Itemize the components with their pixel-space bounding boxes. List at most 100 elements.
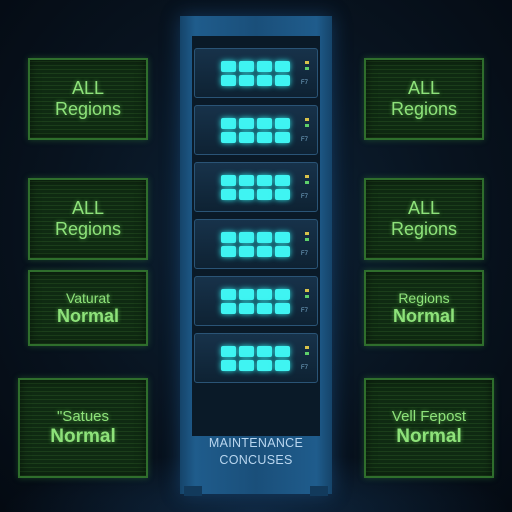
led-light (257, 189, 272, 200)
led-light (221, 189, 236, 200)
panel-line1: Vell Fepost (391, 408, 467, 426)
led-light (257, 360, 272, 371)
indicator-lights (305, 346, 311, 358)
server-unit: F7 (194, 219, 318, 269)
indicator-light (305, 181, 309, 184)
panel-line1: ALL (71, 78, 105, 99)
unit-label: F7 (301, 308, 309, 314)
led-light (239, 118, 254, 129)
led-light (275, 289, 290, 300)
server-unit: F7 (194, 105, 318, 155)
indicator-light (305, 346, 309, 349)
unit-label: F7 (301, 137, 309, 143)
panel-line1: Regions (398, 289, 450, 306)
status-panel-right-mid: ALL Regions (364, 178, 484, 260)
led-light (239, 189, 254, 200)
panel-line1: ALL (407, 78, 441, 99)
panel-line2: Normal (396, 425, 462, 447)
led-light (275, 360, 290, 371)
panel-line1: Vaturat (65, 289, 111, 306)
server-unit: F7 (194, 48, 318, 98)
led-light (257, 118, 272, 129)
led-light (275, 132, 290, 143)
server-unit: F7 (194, 276, 318, 326)
indicator-lights (305, 232, 311, 244)
led-light (221, 360, 236, 371)
led-light (221, 132, 236, 143)
indicator-light (305, 352, 309, 355)
led-light (275, 303, 290, 314)
status-panel-left-bottom: "Satues Normal (18, 378, 148, 478)
status-panel-right-top: ALL Regions (364, 58, 484, 140)
led-light (239, 346, 254, 357)
led-grid (221, 175, 290, 200)
led-light (239, 289, 254, 300)
led-light (221, 232, 236, 243)
led-light (239, 75, 254, 86)
status-panel-left-top: ALL Regions (28, 58, 148, 140)
led-light (221, 346, 236, 357)
panel-line2: Regions (54, 219, 122, 239)
panel-line2: Regions (390, 219, 458, 239)
panel-line2: Normal (392, 305, 455, 326)
unit-label: F7 (301, 365, 309, 371)
rack-foot-left (184, 486, 202, 496)
led-light (257, 246, 272, 257)
indicator-light (305, 118, 309, 121)
indicator-light (305, 232, 309, 235)
led-light (221, 303, 236, 314)
server-unit: F7 (194, 333, 318, 383)
indicator-light (305, 295, 309, 298)
indicator-lights (305, 61, 311, 73)
led-light (275, 346, 290, 357)
led-light (257, 303, 272, 314)
led-light (257, 289, 272, 300)
unit-label: F7 (301, 194, 309, 200)
indicator-lights (305, 118, 311, 130)
led-light (275, 75, 290, 86)
led-light (221, 75, 236, 86)
indicator-light (305, 238, 309, 241)
rack-foot-right (310, 486, 328, 496)
server-rack: F7 F7 F7 F7 F7 F7 MAINTENANCE CONCUSES (180, 16, 332, 496)
led-light (221, 61, 236, 72)
led-light (257, 175, 272, 186)
rack-bay: F7 F7 F7 F7 F7 F7 (192, 36, 320, 436)
led-light (221, 289, 236, 300)
led-grid (221, 289, 290, 314)
led-light (239, 246, 254, 257)
led-light (275, 246, 290, 257)
panel-line2: Normal (50, 425, 116, 447)
led-light (275, 175, 290, 186)
led-light (275, 118, 290, 129)
led-light (239, 175, 254, 186)
status-panel-left-mid: ALL Regions (28, 178, 148, 260)
panel-line2: Regions (54, 99, 122, 119)
led-light (257, 75, 272, 86)
led-light (257, 61, 272, 72)
panel-line1: "Satues (56, 408, 110, 426)
led-light (239, 360, 254, 371)
indicator-light (305, 67, 309, 70)
status-panel-right-bottom: Vell Fepost Normal (364, 378, 494, 478)
led-light (257, 132, 272, 143)
led-light (257, 232, 272, 243)
led-grid (221, 118, 290, 143)
indicator-light (305, 175, 309, 178)
panel-line1: ALL (407, 198, 441, 219)
led-light (275, 189, 290, 200)
led-light (275, 61, 290, 72)
unit-label: F7 (301, 80, 309, 86)
led-grid (221, 232, 290, 257)
led-light (239, 132, 254, 143)
led-light (221, 246, 236, 257)
status-panel-left-low: Vaturat Normal (28, 270, 148, 346)
indicator-lights (305, 289, 311, 301)
status-panel-right-low: Regions Normal (364, 270, 484, 346)
panel-line2: Normal (56, 305, 119, 326)
rack-caption-line1: MAINTENANCE (208, 436, 304, 450)
led-light (275, 232, 290, 243)
indicator-light (305, 124, 309, 127)
led-light (239, 61, 254, 72)
indicator-light (305, 289, 309, 292)
